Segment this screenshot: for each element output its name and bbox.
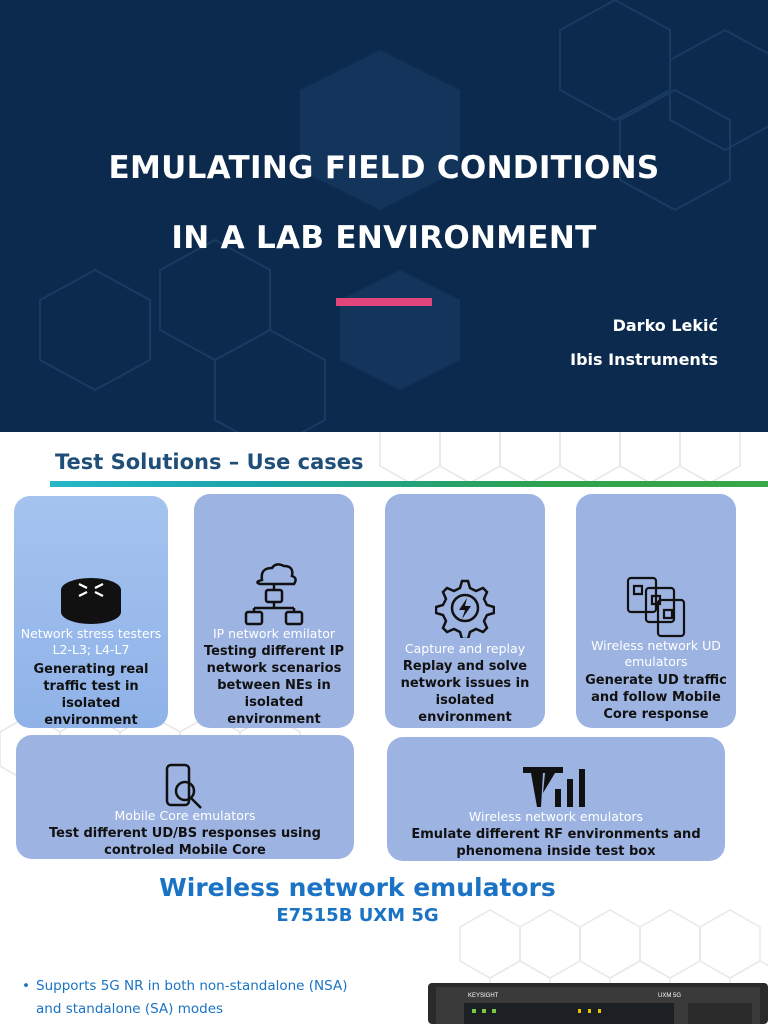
card-description: Testing different IP network scenarios b… (203, 644, 345, 727)
use-cases-slide: Test Solutions – Use cases Network stres… (0, 432, 768, 867)
devices-icon (626, 576, 686, 638)
accent-bar (336, 298, 432, 306)
phone-search-icon (165, 763, 202, 809)
gear-bolt-icon (435, 579, 495, 638)
use-case-card: Network stress testers L2-L3; L4-L7 Gene… (14, 496, 168, 728)
slide-title: Wireless network emulators (159, 873, 556, 902)
card-title: Network stress testers L2-L3; L4-L7 (20, 626, 162, 657)
bullet-text: Supports 5G NR in both non-standalone (N… (36, 978, 348, 994)
slide-title-line2: IN A LAB ENVIRONMENT (171, 220, 597, 256)
bullet-icon: • (22, 978, 30, 994)
card-description: Generate UD traffic and follow Mobile Co… (585, 673, 727, 722)
use-case-card: IP network emilator Testing different IP… (194, 494, 354, 728)
bullet-text-continued: and standalone (SA) modes (36, 1001, 224, 1017)
use-case-card: Capture and replay Replay and solve netw… (385, 494, 545, 728)
card-description: Emulate different RF environments and ph… (411, 827, 701, 859)
use-case-card: Wireless network UD emulators Generate U… (576, 494, 736, 728)
title-slide: EMULATING FIELD CONDITIONS IN A LAB ENVI… (0, 0, 768, 432)
router-icon (61, 578, 121, 624)
card-title: Wireless network emulators (468, 809, 644, 824)
emulators-slide: Wireless network emulators E7515B UXM 5G… (0, 867, 768, 1024)
card-description: Generating real traffic test in isolated… (33, 662, 149, 728)
slide-title-line1: EMULATING FIELD CONDITIONS (108, 150, 660, 186)
feature-bullet: • Supports 5G NR in both non-standalone (… (22, 975, 347, 1021)
card-title: IP network emilator (212, 626, 336, 641)
card-description: Test different UD/BS responses using con… (49, 826, 321, 858)
uxm-device-image: KEYSIGHT UXM 5G (428, 983, 768, 1024)
organization-name: Ibis Instruments (570, 350, 718, 369)
title-underline (50, 481, 768, 487)
product-model: E7515B UXM 5G (276, 905, 439, 926)
card-description: Replay and solve network issues in isola… (400, 659, 530, 725)
card-title: Mobile Core emulators (114, 808, 256, 823)
section-title: Test Solutions – Use cases (55, 450, 364, 474)
device-model: UXM 5G (658, 993, 681, 999)
author-name: Darko Lekić (612, 316, 718, 335)
network-topology-icon (244, 563, 304, 626)
card-title: Capture and replay (404, 641, 526, 656)
card-title: Wireless network UD emulators (591, 638, 721, 669)
use-case-card: Mobile Core emulators Test different UD/… (16, 735, 354, 859)
device-brand: KEYSIGHT (468, 993, 499, 999)
signal-antenna-icon (523, 767, 585, 807)
use-case-card: Wireless network emulators Emulate diffe… (387, 737, 725, 861)
